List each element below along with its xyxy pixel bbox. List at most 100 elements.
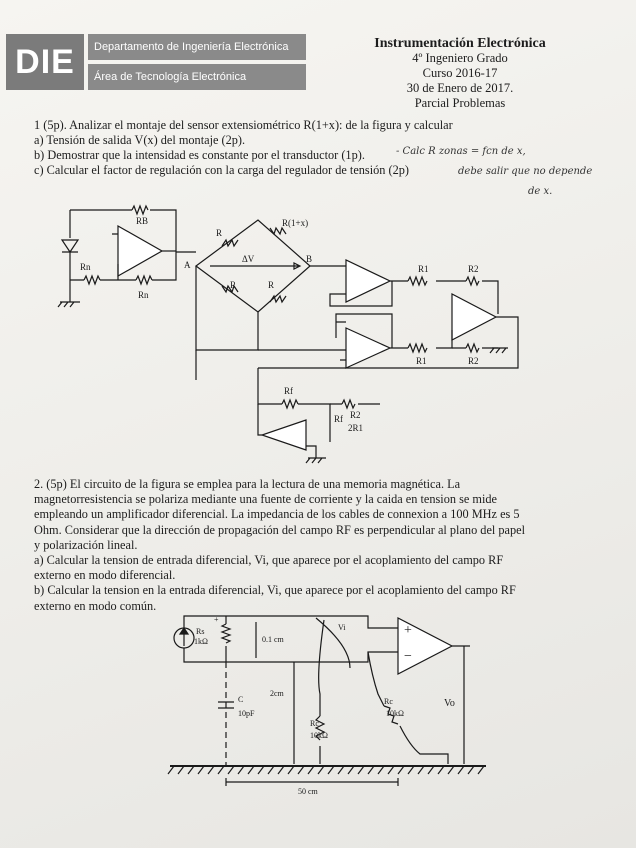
course-title: Instrumentación Electrónica — [374, 36, 546, 51]
label-r1-bottom: R1 — [416, 356, 427, 366]
label-rf-top: Rf — [284, 386, 293, 396]
ground-right — [489, 347, 508, 354]
handwritten-note-1: - Calc R zonas = fcn de x, — [396, 146, 526, 157]
label-r1-top: R1 — [418, 264, 429, 274]
problem2-line-4: Ohm. Considerar que la dirección de prop… — [34, 522, 526, 537]
label-rc-left-val: 10kΩ — [310, 731, 328, 740]
rc-right-resistor — [383, 705, 399, 725]
bridge-r-bottom-left — [221, 284, 239, 294]
rf2-resistor — [341, 398, 356, 410]
opamp-left — [117, 224, 164, 278]
die-logo: DIE Departamento de Ingeniería Electróni… — [6, 34, 306, 90]
label-r-bottom-left: R — [230, 280, 236, 290]
label-rs: Rs — [196, 627, 204, 636]
ground-left — [57, 280, 80, 308]
label-minus: − — [404, 649, 412, 664]
problem1-part-a: a) Tensión de salida V(x) del montaje (2… — [34, 133, 246, 147]
problem2-line-3: empleando un amplificador diferencial. L… — [34, 507, 520, 522]
rc-right-wire — [367, 651, 449, 764]
label-rn-bottom: Rn — [138, 290, 149, 300]
current-source-arrow — [178, 626, 190, 646]
opamp-a-feedback — [335, 313, 393, 348]
bridge-left-down — [195, 266, 259, 351]
problem2-text: 2. (5p) El circuito de la figura se empl… — [34, 477, 554, 614]
dist-50-dimension — [225, 778, 399, 786]
rn-wire — [70, 264, 119, 281]
r1-top-resistor — [407, 275, 428, 287]
handwritten-note-2: debe salir que no depende — [458, 166, 593, 177]
logo-die-text: DIE — [6, 34, 84, 90]
problem2-b-line-2: externo en modo común. — [34, 598, 157, 613]
problem2-line-2: magnetorresistencia se polariza mediante… — [34, 492, 497, 507]
rb-resistor — [131, 204, 149, 216]
problem2-a-line-2: externo en modo diferencial. — [34, 568, 176, 583]
label-plus-small: + — [214, 615, 219, 624]
label-r-left-top: R — [216, 228, 222, 238]
r2-bottom-resistor — [465, 342, 480, 354]
capacitor — [218, 701, 234, 709]
rc-left-resistor — [314, 715, 326, 741]
circuit-figure-2: Rs 1kΩ 0.1 cm Vi + − 2cm C 10pF Rc 10kΩ … — [167, 615, 486, 796]
label-rb: RB — [136, 216, 148, 226]
diff-amp — [397, 617, 454, 675]
rc-left-wire — [318, 619, 325, 764]
opamp-a — [345, 327, 392, 369]
bridge-r-left-top — [221, 238, 239, 248]
ground-hatch — [167, 765, 485, 775]
opamp-diff — [451, 293, 498, 341]
area-label: Área de Tecnología Electrónica — [88, 64, 306, 90]
label-r2-frac-den: 2R1 — [348, 423, 363, 433]
rn-resistor-left — [83, 274, 101, 286]
course-grade: 4º Ingeniero Grado — [412, 51, 508, 65]
label-r1x: R(1+x) — [282, 218, 308, 228]
problem2-a-line-1: a) Calcular la tension de entrada difere… — [34, 553, 504, 568]
label-r2-bottom: R2 — [468, 356, 479, 366]
opamp-left-in — [112, 233, 196, 253]
rs-resistor — [220, 623, 232, 644]
label-rs-val: 1kΩ — [194, 637, 208, 646]
vi-arrow — [315, 617, 351, 669]
label-r-bottom-right: R — [268, 280, 274, 290]
label-rc-right: Rc — [384, 697, 393, 706]
r2-top-resistor — [465, 275, 480, 287]
problem2-line-1: 2. (5p) El circuito de la figura se empl… — [34, 477, 461, 491]
opamp-b-feedback — [329, 281, 393, 307]
label-vi: Vi — [338, 623, 346, 632]
label-vo: Vo — [444, 698, 455, 709]
rs-loop-wires — [183, 615, 398, 663]
label-r2-frac-num: R2 — [350, 410, 361, 420]
exam-date: 30 de Enero de 2017. — [406, 81, 514, 95]
problem1-part-b: b) Demostrar que la intensidad es consta… — [34, 148, 365, 162]
label-rf-mid: Rf — [334, 414, 343, 424]
opamp-a-in — [258, 349, 346, 361]
rn-resistor-bottom — [135, 274, 153, 286]
label-dist-50: 50 cm — [298, 787, 319, 796]
problem1-statement: 1 (5p). Analizar el montaje del sensor e… — [34, 118, 453, 132]
label-node-a: A — [184, 260, 191, 270]
r1-bottom-resistor — [407, 342, 428, 354]
department-label: Departamento de Ingeniería Electrónica — [88, 34, 306, 60]
label-dist-01: 0.1 cm — [262, 635, 285, 644]
label-cap-val: 10pF — [238, 709, 255, 718]
label-plus: + — [404, 623, 412, 638]
bridge-r-bottom-right — [269, 294, 287, 304]
opamp-b — [345, 259, 392, 303]
dv-arrow — [210, 262, 302, 270]
opamp-reg — [260, 419, 307, 451]
opamp-reg-wires — [257, 404, 326, 464]
handwritten-note-3: de x. — [528, 186, 553, 197]
problem2-b-line-1: b) Calcular la tension en la entrada dif… — [34, 583, 516, 598]
label-cap: C — [238, 695, 243, 704]
rf-resistor — [281, 398, 299, 410]
label-rn-left: Rn — [80, 262, 91, 272]
output-loop-wire — [258, 316, 519, 369]
label-rc-left: Rc — [310, 719, 319, 728]
course-year: Curso 2016-17 — [422, 66, 498, 80]
rb-feedback-wire — [70, 209, 177, 252]
label-r2-top: R2 — [468, 264, 479, 274]
zener-diode — [60, 239, 80, 254]
rn-bottom-wire — [118, 252, 177, 281]
label-dv: ΔV — [242, 254, 255, 264]
label-rc-right-val: 10kΩ — [386, 709, 404, 718]
